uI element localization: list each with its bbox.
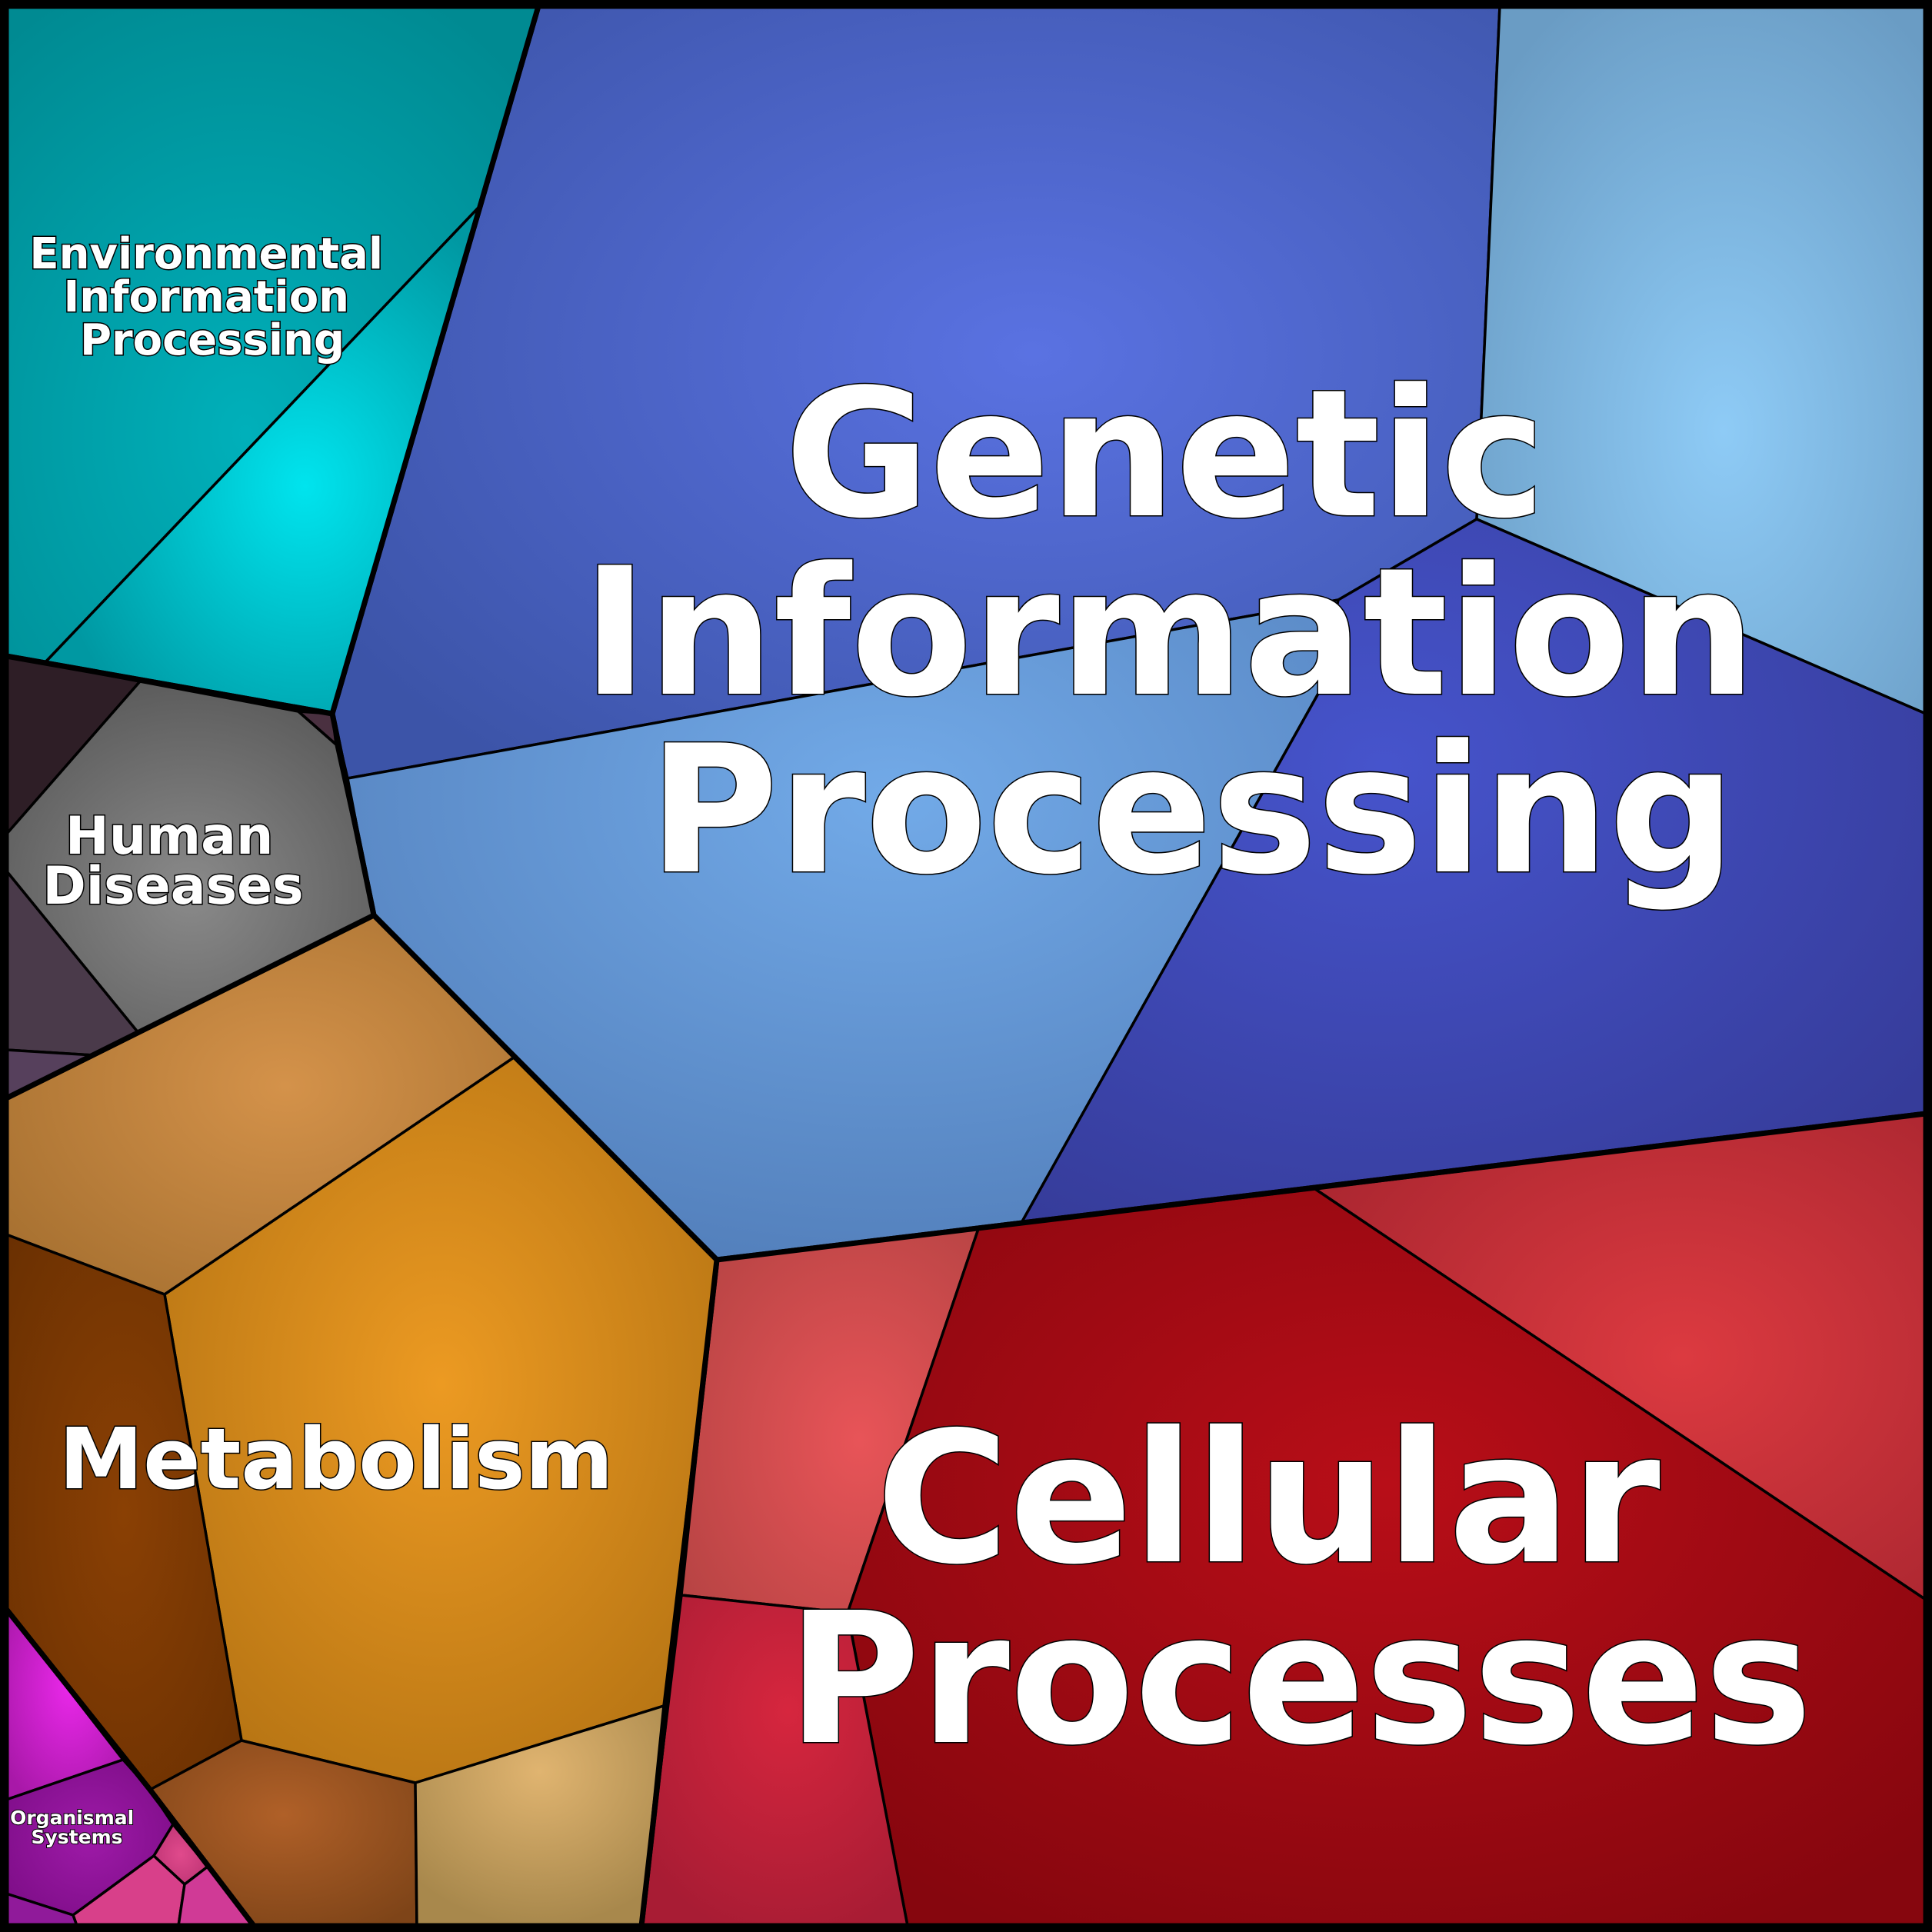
genetic-label: Genetic Information Processing [582, 352, 1817, 914]
genetic-information-processing-region [329, 3, 1929, 1263]
environmental-label: Environmental Information Processing [29, 229, 398, 365]
organismal-systems-label: Organismal Systems [10, 1807, 141, 1848]
cellular-label: Cellular Processes [788, 1393, 1813, 1785]
human-diseases-region [3, 653, 377, 1101]
metabolism-label: Metabolism [59, 1410, 614, 1508]
human-diseases-label: Human Diseases [42, 806, 303, 917]
metabolism-region [3, 912, 720, 1929]
